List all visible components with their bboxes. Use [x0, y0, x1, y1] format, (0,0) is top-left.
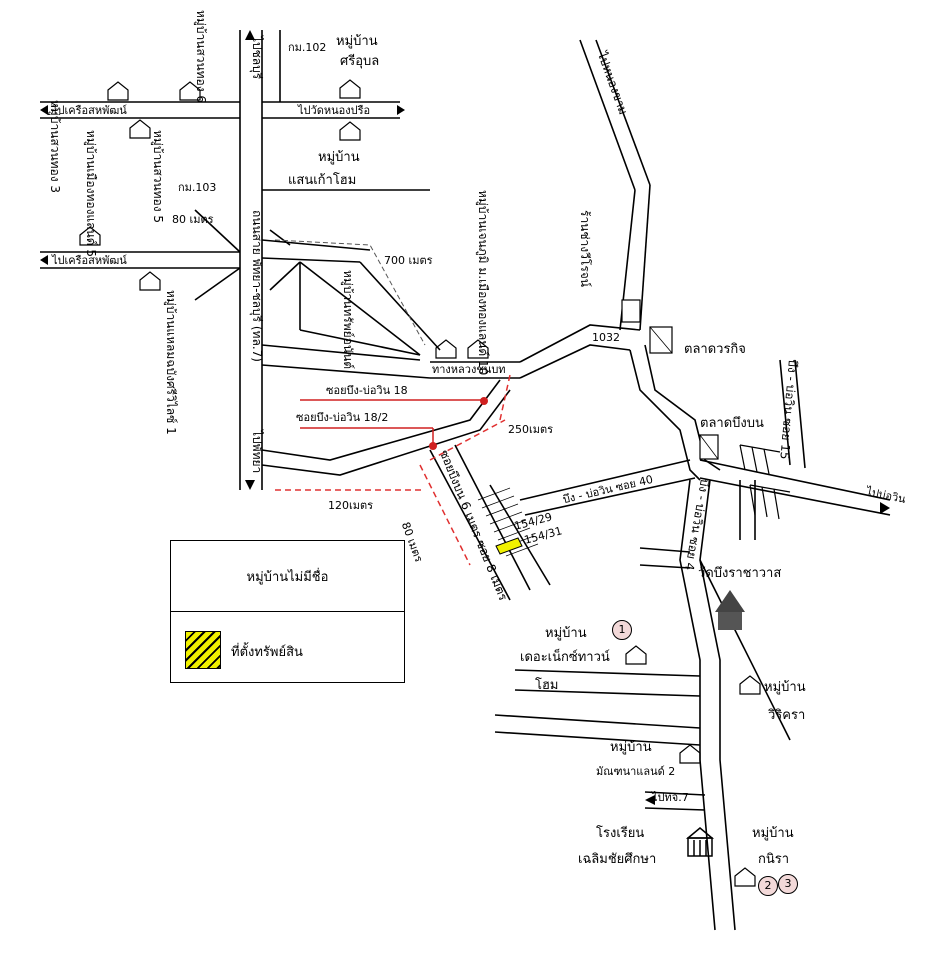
label-soi18-2: ซอยบึง-บ่อวิน 18/2 [296, 411, 389, 424]
label-nexttown-3: โฮม [535, 678, 559, 693]
property-location [495, 537, 523, 555]
label-120m: 120เมตร [328, 499, 374, 512]
label-700m: 700 เมตร [384, 254, 433, 267]
distance-lines [275, 374, 511, 566]
shop-icon [621, 299, 641, 323]
label-suanthong5: หมู่บ้านสวนทอง 5 [151, 130, 165, 224]
label-suanthong6: หมู่บ้านสวนทอง 6 [194, 10, 208, 104]
label-shop: ร้านช่างวีโรจน์ [578, 210, 592, 287]
label-saenkao-2: แสนเก้าโฮม [288, 173, 357, 188]
point-soi18 [480, 397, 488, 405]
label-manchana-2: มัณฑนาแลนด์ 2 [596, 765, 676, 778]
label-to-khlong-mid: ไปเครือสหพัฒน์ [52, 254, 127, 267]
legend-unnamed-village: หมู่บ้านไม่มีชื่อ [171, 541, 404, 612]
label-sriubon-1: หมู่บ้าน [336, 34, 378, 49]
label-saenkao-1: หมู่บ้าน [318, 150, 360, 165]
label-to-ror7: ไปทจ.7 [652, 791, 689, 804]
label-nexttown-2: เดอะเน็กซ์ทาวน์ [520, 650, 610, 665]
label-pruksa: หมู่บ้านเจนภูมิ ม.เมืองทองแลนด์ 10 [476, 190, 490, 376]
marker-2: 2 [758, 876, 778, 896]
label-kanira-1: หมู่บ้าน [752, 826, 794, 841]
legend: หมู่บ้านไม่มีชื่อ ที่ตั้งทรัพย์สิน [170, 540, 405, 683]
label-wirikra-1: หมู่บ้าน [764, 680, 806, 695]
label-kanira-2: กนิรา [758, 852, 790, 867]
arrows [40, 30, 890, 805]
label-wat: วัดบึงราชาวาส [698, 566, 782, 581]
label-suanthong3: หมู่บ้านสวนทอง 3 [48, 100, 62, 194]
label-school-2: เฉลิมชัยศึกษา [578, 852, 657, 867]
plot-strips [477, 487, 539, 557]
label-talat-worakit: ตลาดวรกิจ [684, 342, 746, 357]
village-icons [79, 79, 761, 887]
label-km102: กม.102 [288, 41, 327, 54]
label-to-khlong-top: ไปเครือสหพัฒน์ [52, 104, 127, 117]
legend-property-label: ที่ตั้งทรัพย์สิน [231, 645, 303, 660]
label-250m: 250เมตร [508, 423, 554, 436]
label-road-khang: ทางหลวงชนบท [432, 363, 506, 376]
label-80m: 80 เมตร [172, 213, 214, 226]
label-to-wat: ไปวัดหนองปรือ [298, 104, 371, 117]
marker-3: 3 [778, 874, 798, 894]
temple-icon [715, 590, 745, 630]
school-icon [685, 827, 715, 857]
roads [40, 30, 891, 931]
label-nexttown-1: หมู่บ้าน [545, 626, 587, 641]
label-sukhumvit: ถนนสาย พัทยา-ชลบุรี (ทล.7) [250, 210, 264, 362]
label-school-1: โรงเรียน [596, 826, 645, 841]
marker-1: 1 [612, 620, 632, 640]
label-km103: กม.103 [178, 181, 217, 194]
label-to-chonburi: ไปชลบุรี [250, 36, 264, 80]
label-soi18: ซอยบึง-บ่อวิน 18 [326, 384, 408, 397]
dashed-700 [274, 239, 426, 346]
label-supmanee: หมู่บ้านทรัพย์อนันต์ [341, 270, 355, 370]
label-to-pattaya: ไปพัทยา [250, 430, 264, 474]
label-sriubon-2: ศรีอุบล [340, 54, 380, 69]
label-1032: 1032 [592, 331, 620, 344]
label-manchana-1: หมู่บ้าน [610, 740, 652, 755]
label-wirikra-2: วิริครา [768, 708, 806, 723]
label-plaeng: หมู่บ้านแหลมฉบังศรีวิไลซ์ 1 [164, 290, 178, 435]
legend-property-swatch [185, 631, 221, 669]
label-mueangthong5: หมู่บ้านเมืองทองแลนด์ 5 [84, 130, 98, 257]
point-soi18-2 [429, 442, 437, 450]
label-talat-bueng: ตลาดบึงบน [700, 416, 764, 431]
